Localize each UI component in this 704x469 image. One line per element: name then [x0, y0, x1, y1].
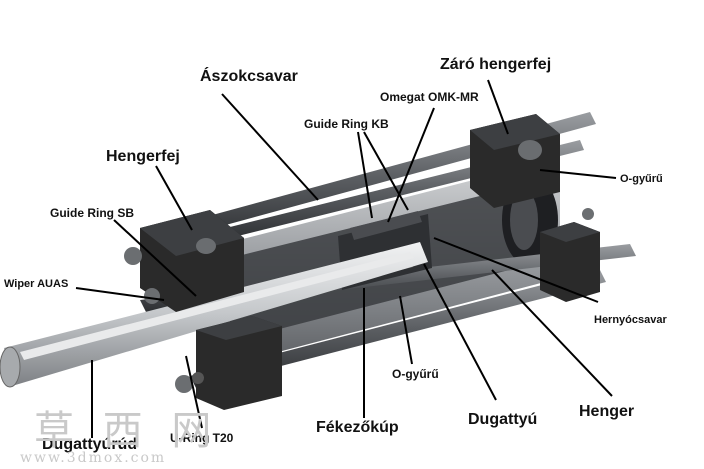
label-aszokcsavar: Ászokcsavar [200, 69, 298, 85]
label-henger: Henger [579, 404, 634, 420]
label-guide-ring-kb: Guide Ring KB [304, 118, 389, 130]
label-zaro-hengerfej: Záró hengerfej [440, 57, 551, 73]
watermark-url: www.3dmox.com [20, 450, 166, 466]
rear-head-block [470, 114, 560, 208]
label-omegat: Omegat OMK-MR [380, 91, 479, 103]
label-hengerfej: Hengerfej [106, 149, 180, 165]
label-o-gyuru-right: O-gyűrű [620, 174, 663, 185]
label-hernyocsavar: Hernyócsavar [594, 315, 667, 326]
label-dugattyu: Dugattyú [468, 412, 537, 428]
label-fekezokup: Fékezőkúp [316, 420, 399, 436]
watermark-chars: 草 西 网 [34, 398, 219, 456]
leader-aszokcsavar [222, 94, 318, 200]
label-guide-ring-sb: Guide Ring SB [50, 207, 134, 219]
label-wiper: Wiper AUAS [4, 279, 68, 290]
label-o-gyuru-bottom: O-gyűrű [392, 368, 439, 380]
